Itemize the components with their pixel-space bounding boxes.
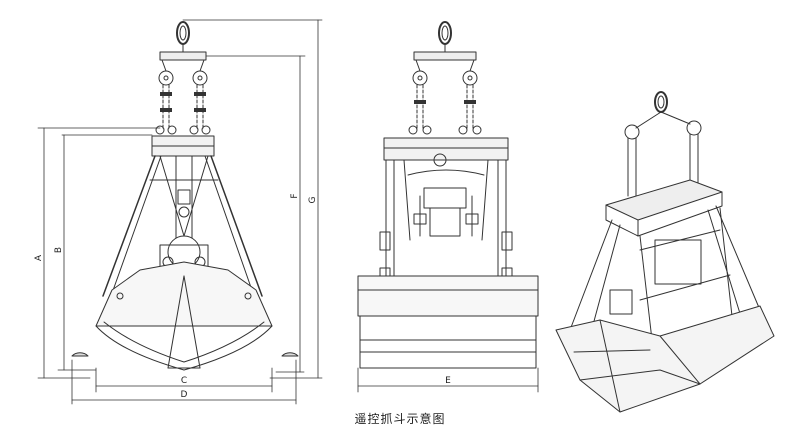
dim-label-f: F: [290, 193, 300, 198]
dim-label-b: B: [54, 247, 64, 253]
dim-label-d: D: [181, 390, 188, 400]
front-head-beam: [151, 125, 215, 157]
front-ropes: [162, 84, 204, 129]
side-top-frame: [383, 137, 509, 161]
iso-lifting-ring: [654, 91, 668, 113]
isometric-view: [555, 91, 775, 413]
side-view: [357, 21, 539, 393]
front-view: [37, 19, 323, 405]
dim-label-e: E: [445, 376, 451, 386]
figure-caption: 遥控抓斗示意图: [354, 412, 446, 426]
iso-bucket: [555, 305, 775, 413]
side-mechanism: [407, 169, 485, 237]
front-equalizer: [159, 51, 207, 61]
dim-label-c: C: [181, 376, 187, 386]
front-bucket: [95, 261, 273, 371]
side-lifting-ring: [438, 21, 452, 45]
iso-top-frame: [605, 179, 723, 221]
front-lifting-ring: [176, 21, 190, 45]
dim-label-g: G: [308, 196, 318, 203]
side-bucket: [357, 275, 539, 369]
dim-label-a: A: [34, 254, 44, 261]
dim-lines-front: [37, 19, 323, 405]
